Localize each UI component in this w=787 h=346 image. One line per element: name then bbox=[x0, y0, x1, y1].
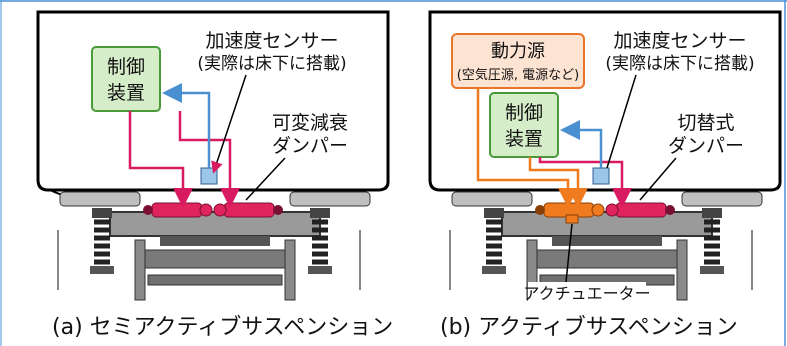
damper-right bbox=[213, 202, 283, 218]
controller-box bbox=[91, 46, 161, 112]
power-source-label-line2: (空気圧源, 電源など) bbox=[457, 67, 579, 83]
spring-right bbox=[308, 208, 332, 274]
power-source-label-line1: 動力源 bbox=[491, 41, 545, 62]
axle bbox=[531, 249, 683, 269]
accel-sensor bbox=[592, 167, 610, 185]
bogie bbox=[449, 191, 763, 301]
control-signal-damper bbox=[538, 157, 632, 208]
sensor-label-line2: (実際は床下に搭載) bbox=[605, 54, 754, 74]
control-signal-right bbox=[178, 111, 240, 208]
bogie-frame bbox=[501, 211, 713, 237]
damper-label-line2: ダンパー bbox=[272, 135, 348, 157]
sensor-label-line2: (実際は床下に搭載) bbox=[197, 54, 346, 74]
spring-left bbox=[90, 208, 114, 274]
spring-right bbox=[700, 208, 724, 274]
actuator-control-line bbox=[528, 157, 588, 208]
switchable-damper bbox=[605, 202, 675, 218]
controller-label-line2: 装置 bbox=[107, 82, 145, 104]
sensor-signal bbox=[162, 83, 211, 168]
sensor-pointer bbox=[211, 74, 247, 174]
caption-b: (b) アクティブサスペンション bbox=[440, 315, 738, 340]
actuator-label: アクチュエーター bbox=[523, 284, 650, 303]
axle bbox=[139, 249, 291, 269]
panel-a: 制御 装置 加速度センサー (実際は床下に搭載) 可変減衰 ダンパー (a) セ… bbox=[36, 10, 393, 340]
controller-label-line1: 制御 bbox=[505, 102, 543, 124]
sensor-label-line1: 加速度センサー bbox=[205, 30, 338, 52]
damper-pointer bbox=[639, 157, 677, 201]
actuator-label-bg bbox=[528, 282, 646, 304]
damper-label-line1: 可変減衰 bbox=[272, 112, 348, 134]
spring-left bbox=[482, 208, 506, 274]
control-signal-left bbox=[128, 111, 193, 208]
damper-label-line1: 切替式 bbox=[677, 112, 734, 134]
bogie bbox=[57, 191, 371, 301]
damper-label-line2: ダンパー bbox=[668, 135, 744, 157]
sensor-pointer bbox=[606, 74, 637, 169]
controller-box bbox=[489, 92, 559, 158]
actuator-pointer bbox=[565, 223, 573, 283]
sensor-label-line1: 加速度センサー bbox=[613, 30, 746, 52]
damper-left bbox=[143, 202, 213, 218]
bogie-frame bbox=[109, 211, 321, 237]
damper-pointer bbox=[245, 157, 286, 201]
panel-b: 動力源 (空気圧源, 電源など) 制御 装置 加速度センサー (実際は床下に搭載… bbox=[428, 10, 782, 340]
sensor-signal bbox=[560, 120, 603, 168]
power-source-box bbox=[451, 33, 585, 89]
caption-a: (a) セミアクティブサスペンション bbox=[52, 315, 393, 340]
controller-label-line1: 制御 bbox=[107, 56, 145, 78]
accel-sensor bbox=[200, 167, 218, 185]
controller-label-line2: 装置 bbox=[505, 128, 543, 150]
